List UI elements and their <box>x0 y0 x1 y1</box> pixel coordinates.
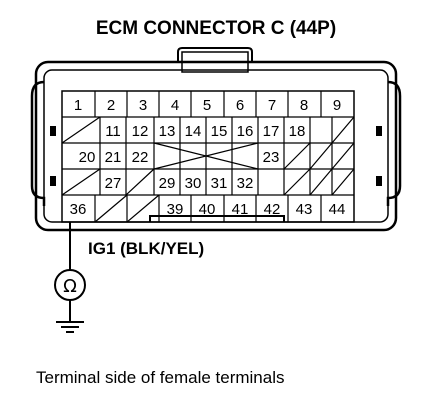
terminal-grid <box>61 91 355 223</box>
pin-30: 30 <box>185 175 202 192</box>
wire-label: IG1 (BLK/YEL) <box>88 239 204 258</box>
connector-housing <box>30 47 402 232</box>
pin-9: 9 <box>333 97 341 114</box>
pin-labels: 1 2 3 4 5 6 7 8 9 11 12 13 14 15 16 17 1… <box>70 97 346 218</box>
pin-20: 20 <box>79 149 96 166</box>
pin-16: 16 <box>237 123 254 140</box>
pin-29: 29 <box>159 175 176 192</box>
pin-17: 17 <box>263 123 280 140</box>
pin-41: 41 <box>232 201 249 218</box>
pin-31: 31 <box>211 175 228 192</box>
pin-4: 4 <box>171 97 179 114</box>
ground-icon <box>56 321 84 333</box>
pin-42: 42 <box>264 201 281 218</box>
pin-27: 27 <box>105 175 122 192</box>
pin-40: 40 <box>199 201 216 218</box>
ohm-symbol: Ω <box>63 276 77 297</box>
pin-8: 8 <box>300 97 308 114</box>
pin-1: 1 <box>74 97 82 114</box>
pin-5: 5 <box>203 97 211 114</box>
pin-15: 15 <box>211 123 228 140</box>
diagram-caption: Terminal side of female terminals <box>36 368 284 387</box>
pin-12: 12 <box>132 123 149 140</box>
pin-14: 14 <box>185 123 202 140</box>
ohmmeter-icon: Ω <box>54 269 86 322</box>
pin-21: 21 <box>105 149 122 166</box>
pin-3: 3 <box>139 97 147 114</box>
pin-13: 13 <box>159 123 176 140</box>
pin-2: 2 <box>107 97 115 114</box>
pin-44: 44 <box>329 201 346 218</box>
diagram-title: ECM CONNECTOR C (44P) <box>96 18 336 39</box>
pin-22: 22 <box>132 149 149 166</box>
pin-18: 18 <box>289 123 306 140</box>
pin-11: 11 <box>105 123 121 140</box>
pin-36: 36 <box>70 201 87 218</box>
pin-32: 32 <box>237 175 254 192</box>
pin-23: 23 <box>263 149 280 166</box>
pin-39: 39 <box>167 201 184 218</box>
pin-43: 43 <box>296 201 313 218</box>
pin-6: 6 <box>236 97 244 114</box>
pin-7: 7 <box>268 97 276 114</box>
